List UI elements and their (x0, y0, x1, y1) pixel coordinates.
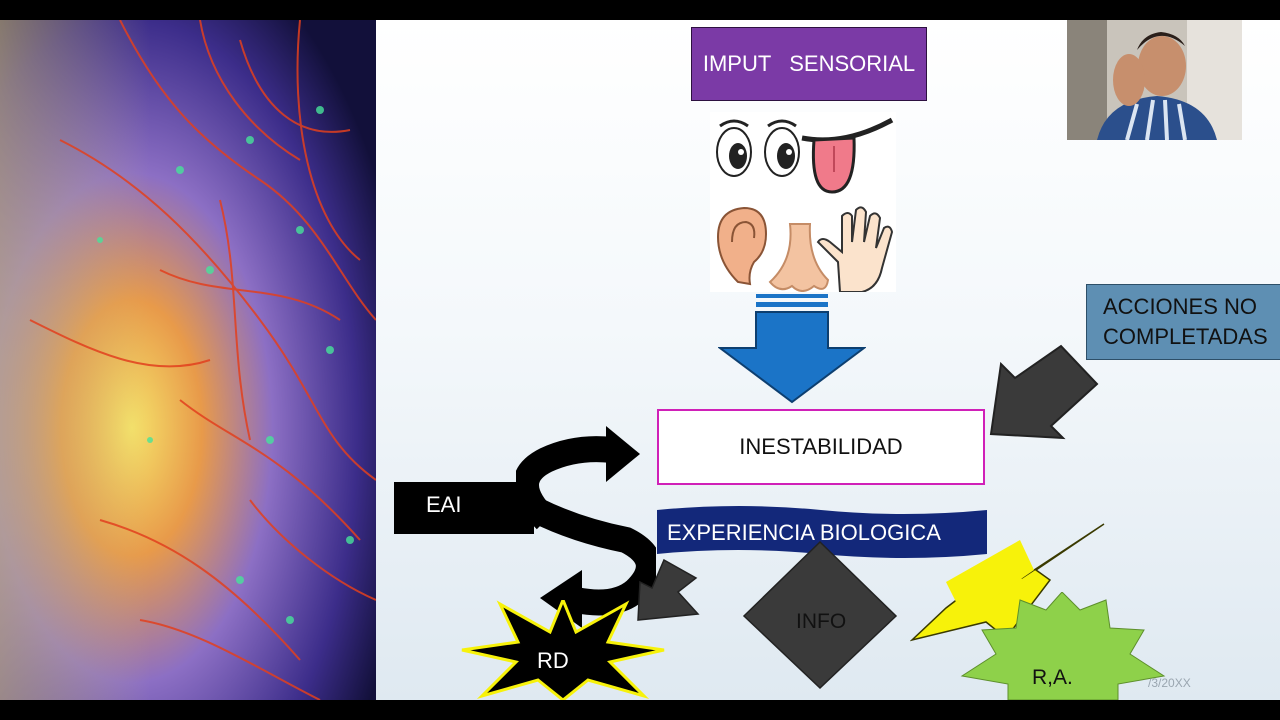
acciones-line2: COMPLETADAS (1103, 324, 1268, 349)
info-label: INFO (796, 610, 847, 633)
info-diamond (742, 540, 898, 690)
acciones-no-completadas-box: ACCIONES NO COMPLETADAS (1086, 284, 1280, 360)
acciones-line1: ACCIONES NO (1103, 294, 1258, 319)
experiencia-biologica-label: EXPERIENCIA BIOLOGICA (667, 520, 941, 545)
small-dark-arrow (637, 558, 700, 621)
imput-sensorial-box: IMPUT SENSORIAL (691, 27, 927, 101)
presentation-slide: IMPUT SENSORIAL (0, 20, 1280, 700)
senses-illustration (710, 112, 896, 292)
ear-icon (716, 206, 768, 286)
ra-starburst (960, 592, 1166, 700)
tongue-icon (801, 117, 894, 194)
rd-label: RD (537, 648, 569, 673)
hand-icon (816, 206, 894, 292)
diagonal-arrow (989, 344, 1099, 440)
slide-date-footer: /3/20XX (1148, 676, 1191, 690)
down-arrow (718, 294, 866, 404)
nose-icon (768, 223, 830, 292)
eyes-icon (716, 119, 800, 177)
webcam-presenter (1067, 20, 1242, 140)
ra-label: R,A. (1032, 666, 1073, 689)
experiencia-biologica-banner (657, 506, 987, 558)
eai-box-shape (394, 482, 534, 534)
rd-starburst (461, 600, 665, 700)
inestabilidad-box: INESTABILIDAD (657, 409, 985, 485)
lightning-bolt (910, 523, 1105, 642)
eai-label: EAI (426, 492, 462, 517)
neurons-photo (0, 20, 376, 700)
